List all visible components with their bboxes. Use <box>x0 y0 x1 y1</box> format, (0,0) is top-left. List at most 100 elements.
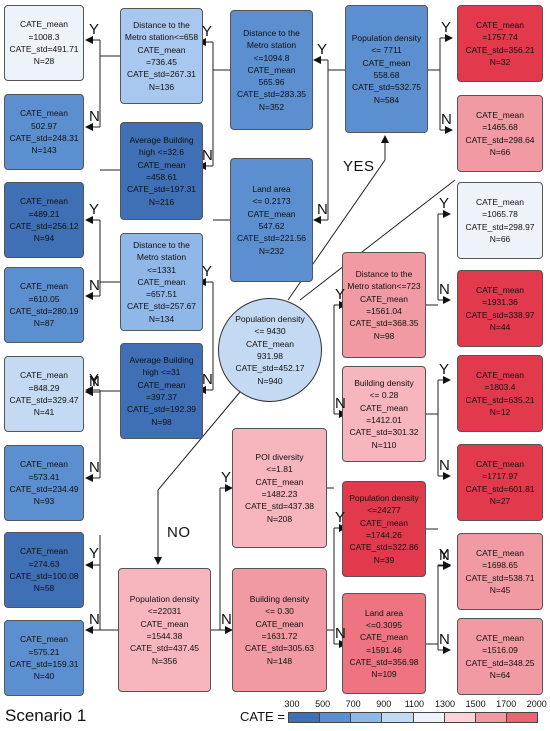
node-text-line: N=109 <box>371 669 397 680</box>
scenario-label: Scenario 1 <box>5 706 87 725</box>
node-text-line: Metro station <box>136 252 187 263</box>
legend-tick-label: 2000 <box>526 699 547 709</box>
node-text-line: CATE_std=221.56 <box>236 233 307 244</box>
node-text-line: N=28 <box>33 56 55 67</box>
edge-label: Y <box>89 545 100 562</box>
node-text-line: high <=32.6 <box>139 147 184 158</box>
node-text-line: =1008.3 <box>28 31 60 42</box>
edge-label: Y <box>335 509 346 526</box>
edge-label: Y <box>335 286 346 303</box>
node-text-line: CATE_std=356.21 <box>465 44 535 55</box>
node-text-line: Land area <box>364 607 404 618</box>
edge-label: Y <box>89 371 100 388</box>
legend-tick-label: 900 <box>376 699 392 709</box>
node-text-line: CATE_std=329.47 <box>9 395 79 405</box>
edge-label: N <box>89 611 100 628</box>
node-text-line: Population density <box>349 493 419 504</box>
node-text-line: <= 0.28 <box>369 390 399 401</box>
node-text-line: =848.29 <box>28 382 60 393</box>
node-text-line: Average Building <box>129 355 194 366</box>
node-text-line: N=208 <box>266 513 293 524</box>
node-text-line: CATE_std=452.17 <box>235 363 305 374</box>
node-text-line: CATE_mean <box>359 293 409 304</box>
node-text-line: =1591.46 <box>366 644 402 655</box>
node-text-line: <= 9430 <box>254 326 286 337</box>
legend-title: CATE = <box>240 709 285 724</box>
node-text-line: N=216 <box>148 196 175 207</box>
node-text-line: CATE_std=491.71 <box>9 44 79 54</box>
node-text-line: CATE_std=257.67 <box>126 301 197 312</box>
edge-label: Y <box>89 21 100 38</box>
node-text-line: Metro station<=723 <box>347 281 421 292</box>
node-text-line: CATE_mean <box>245 338 295 349</box>
node-text-line: CATE_mean <box>359 632 409 643</box>
node-text-line: CATE_std=437.45 <box>129 643 200 654</box>
legend-color-bar <box>288 712 538 723</box>
node-text-line: =1516.09 <box>482 645 518 656</box>
node-text-line: CATE_std=192.39 <box>126 404 197 415</box>
node-text-line: CATE_mean <box>247 64 296 75</box>
edge-label: Y <box>202 263 213 280</box>
node-text-line: CATE_std=368.35 <box>349 318 419 329</box>
node-text-line: Population density <box>235 314 305 325</box>
node-text-line: CATE_std=197.31 <box>126 184 197 195</box>
legend-color-cell <box>351 713 383 722</box>
node-text-line: <= 0.2173 <box>252 196 291 207</box>
node-text-line: N=45 <box>489 584 511 595</box>
edge-label: Y <box>439 546 450 563</box>
node-text-line: N=352 <box>258 101 285 112</box>
node-text-line: =736.45 <box>146 57 177 67</box>
node-text-line: N=136 <box>148 81 175 92</box>
node-text-line: Building density <box>249 594 310 605</box>
legend-color-cell <box>289 713 321 722</box>
node-text-line: =657.51 <box>146 289 177 300</box>
node-text-line: N=40 <box>33 671 55 682</box>
node-text-line: 547.62 <box>258 221 285 231</box>
node-text-line: Metro station <box>246 40 297 51</box>
node-text-line: CATE_mean <box>475 284 525 295</box>
node-text-line: =1465.68 <box>482 122 518 133</box>
node-text-line: CATE_mean <box>19 459 69 470</box>
node-text-line: CATE_std=301.32 <box>349 427 419 438</box>
node-text-line: N=110 <box>371 439 397 450</box>
node-text-line: CATE_std=267.31 <box>126 69 197 80</box>
node-text-line: CATE_std=601.81 <box>465 483 535 494</box>
node-text-line: CATE_mean <box>475 19 525 30</box>
node-text-line: CATE_mean <box>247 208 296 219</box>
yes-branch-label: YES <box>343 158 375 175</box>
node-text-line: CATE_mean <box>255 618 304 629</box>
node-text-line: N=584 <box>373 94 400 105</box>
edge-label: N <box>439 547 450 564</box>
node-text-line: <=1.81 <box>266 464 293 475</box>
node-text-line: CATE_std=437.38 <box>244 501 315 512</box>
node-text-line: =489.21 <box>28 208 60 219</box>
node-text-line: =1482.23 <box>261 489 298 499</box>
node-text-line: Land area <box>252 184 291 195</box>
node-text-line: N=58 <box>33 583 55 594</box>
node-text-line: N=87 <box>33 318 55 329</box>
node-text-line: <=22031 <box>147 606 182 617</box>
node-text-line: CATE_mean <box>475 369 525 380</box>
legend-tick-label: 1300 <box>434 699 456 709</box>
node-text-line: CATE_mean <box>19 19 69 30</box>
node-text-line: Distance to the <box>133 239 190 250</box>
node-text-line: =458.61 <box>146 172 177 182</box>
node-text-line: Population density <box>351 33 422 44</box>
node-text-line: CATE_mean <box>137 276 186 287</box>
